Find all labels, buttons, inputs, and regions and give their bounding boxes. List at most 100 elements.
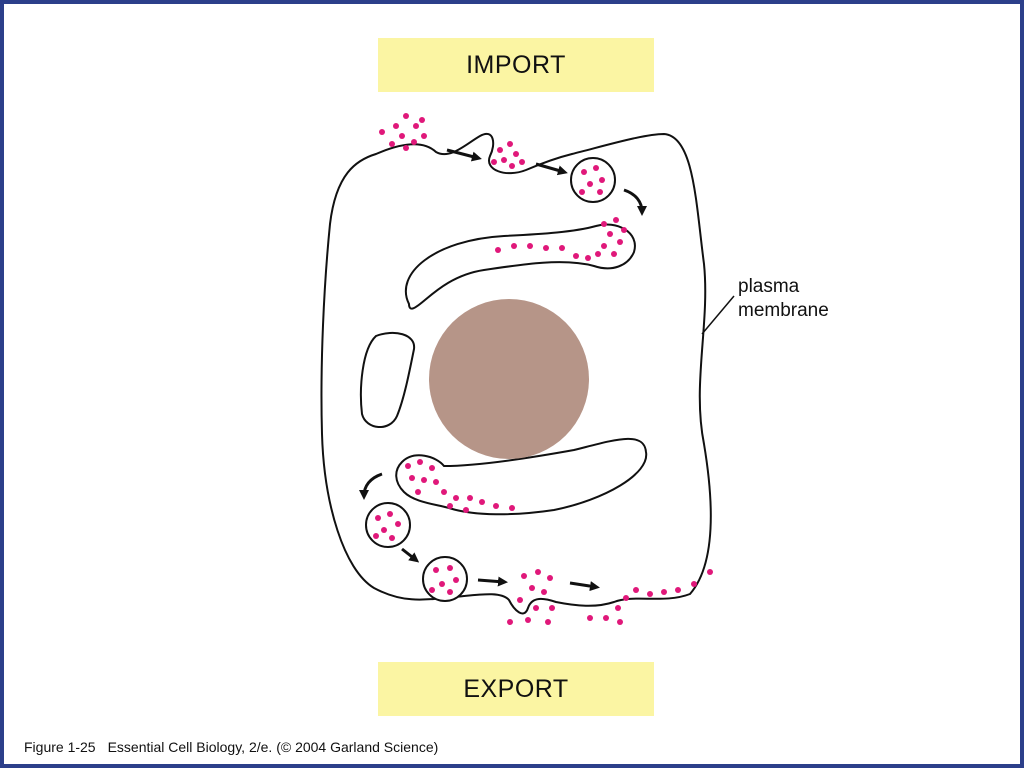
cargo-dot	[421, 477, 427, 483]
cargo-dot	[405, 463, 411, 469]
cargo-dot	[403, 145, 409, 151]
left-organelle	[359, 331, 416, 428]
cargo-dot	[617, 239, 623, 245]
cargo-dot	[633, 587, 639, 593]
cargo-dot	[601, 221, 607, 227]
cargo-dot	[603, 615, 609, 621]
cargo-dot	[429, 465, 435, 471]
export-vesicle-2	[422, 556, 468, 602]
cargo-dot	[381, 527, 387, 533]
cargo-dot	[615, 605, 621, 611]
cargo-dot	[415, 489, 421, 495]
export-arrow-1	[359, 472, 383, 500]
cargo-dot	[621, 227, 627, 233]
cargo-dot	[607, 231, 613, 237]
cargo-dot	[439, 581, 445, 587]
cargo-dot	[529, 585, 535, 591]
cargo-dot	[493, 503, 499, 509]
cargo-dot	[389, 141, 395, 147]
cargo-dot	[585, 255, 591, 261]
cargo-dot	[501, 157, 507, 163]
cargo-dots	[373, 113, 713, 625]
cargo-dot	[419, 117, 425, 123]
cargo-dot	[587, 181, 593, 187]
cargo-dot	[447, 565, 453, 571]
cargo-dot	[441, 489, 447, 495]
plasma-membrane-label-line2: membrane	[738, 300, 829, 321]
cargo-dot	[525, 617, 531, 623]
cargo-dot	[403, 113, 409, 119]
cargo-dot	[691, 581, 697, 587]
cargo-dot	[395, 521, 401, 527]
cargo-dot	[497, 147, 503, 153]
cargo-dot	[617, 619, 623, 625]
cargo-dot	[393, 123, 399, 129]
upper-organelle	[404, 223, 636, 310]
cargo-dot	[463, 507, 469, 513]
cargo-dot	[543, 245, 549, 251]
cargo-dot	[447, 503, 453, 509]
cargo-dot	[559, 245, 565, 251]
cargo-dot	[599, 177, 605, 183]
cargo-dot	[509, 163, 515, 169]
import-banner-label: IMPORT	[466, 50, 566, 79]
cargo-dot	[511, 243, 517, 249]
cargo-dot	[417, 459, 423, 465]
cargo-dot	[495, 247, 501, 253]
cargo-dot	[399, 133, 405, 139]
cargo-dot	[373, 533, 379, 539]
cargo-dot	[707, 569, 713, 575]
cargo-dot	[409, 475, 415, 481]
cargo-dot	[433, 479, 439, 485]
plasma-membrane-label-line1: plasma	[738, 276, 800, 297]
cargo-dot	[547, 575, 553, 581]
cargo-dot	[647, 591, 653, 597]
cargo-dot	[521, 573, 527, 579]
cargo-dot	[597, 189, 603, 195]
figure-caption-text: Essential Cell Biology, 2/e. (© 2004 Gar…	[107, 739, 439, 755]
cargo-dot	[509, 505, 515, 511]
cargo-dot	[389, 535, 395, 541]
cargo-dot	[379, 129, 385, 135]
cargo-dot	[549, 605, 555, 611]
export-vesicle-1	[365, 502, 411, 548]
cargo-dot	[507, 619, 513, 625]
cargo-dot	[467, 495, 473, 501]
export-arrows	[359, 472, 600, 592]
cargo-dot	[413, 123, 419, 129]
cargo-dot	[535, 569, 541, 575]
import-vesicle	[570, 157, 616, 203]
cargo-dot	[491, 159, 497, 165]
cargo-dot	[479, 499, 485, 505]
cargo-dot	[453, 577, 459, 583]
cargo-dot	[517, 597, 523, 603]
cargo-dot	[527, 243, 533, 249]
import-arrows	[446, 148, 647, 216]
cargo-dot	[519, 159, 525, 165]
export-banner-label: EXPORT	[463, 674, 569, 703]
cell-diagram	[320, 113, 735, 625]
export-arrow-3	[477, 576, 508, 587]
cargo-dot	[613, 217, 619, 223]
import-arrow-1	[446, 148, 482, 162]
cargo-dot	[593, 165, 599, 171]
lower-organelle	[395, 437, 648, 516]
cargo-dot	[623, 595, 629, 601]
cargo-dot	[611, 251, 617, 257]
cargo-dot	[579, 189, 585, 195]
import-banner: IMPORT	[378, 38, 654, 92]
cargo-dot	[411, 139, 417, 145]
cargo-dot	[533, 605, 539, 611]
export-arrow-2	[401, 547, 420, 563]
cargo-dot	[453, 495, 459, 501]
cargo-dot	[581, 169, 587, 175]
cargo-dot	[541, 589, 547, 595]
cargo-dot	[375, 515, 381, 521]
plasma-membrane-label: plasma membrane	[738, 275, 829, 323]
cargo-dot	[573, 253, 579, 259]
cargo-dot	[587, 615, 593, 621]
export-arrow-4	[569, 581, 600, 592]
cargo-dot	[675, 587, 681, 593]
cargo-dot	[433, 567, 439, 573]
